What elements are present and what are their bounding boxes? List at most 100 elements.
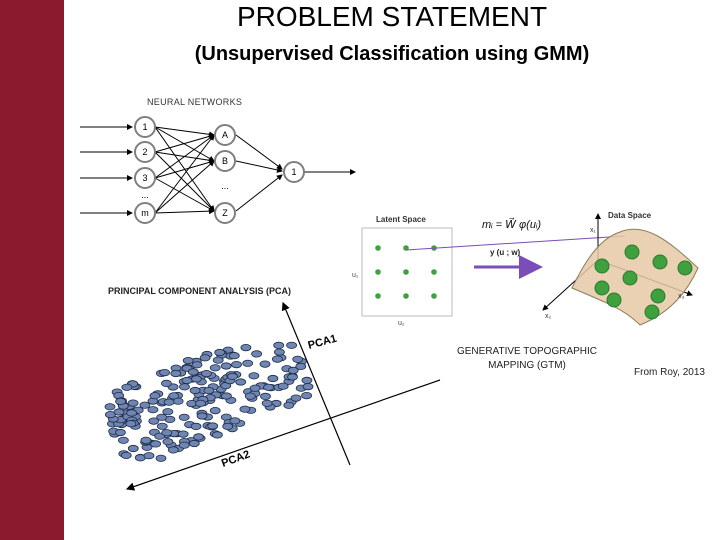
pca-point	[191, 375, 202, 383]
pca-point	[156, 422, 168, 430]
input-node-1	[134, 116, 156, 138]
input-node-label: 1	[142, 122, 147, 132]
pca-point	[302, 383, 314, 391]
pca-point	[190, 422, 202, 430]
pca-point	[188, 439, 200, 448]
input-node-2	[134, 141, 156, 163]
data-space-point	[624, 244, 640, 260]
data-space-point	[594, 258, 610, 274]
neural-network-diagram: 1 2 3 m A B Z 1 ... ...	[80, 116, 356, 224]
gtm-mapping-label: y (u ; w)	[490, 248, 521, 257]
pca-point	[240, 343, 252, 352]
pca-point	[201, 370, 212, 378]
pca-point	[163, 398, 175, 406]
pca-point	[114, 428, 126, 437]
hidden-node-label: A	[222, 130, 228, 140]
pca-point	[170, 369, 182, 378]
latent-axis-u1: u₁	[352, 272, 359, 279]
slide-sidebar-accent	[0, 0, 64, 540]
latent-point	[403, 269, 409, 275]
hidden-node-z	[214, 202, 236, 224]
pca-point	[117, 436, 129, 444]
pca-point	[182, 356, 194, 365]
latent-point	[403, 245, 409, 251]
data-space-point	[650, 288, 666, 304]
pca-point	[120, 451, 132, 459]
pca-point	[195, 399, 206, 407]
pca-point	[209, 407, 221, 415]
pca-point	[287, 373, 298, 381]
input-node-3	[134, 167, 156, 189]
pca-point	[273, 341, 285, 350]
pca-point	[167, 446, 179, 454]
input-node-label: 2	[142, 147, 147, 157]
pca-point	[143, 452, 155, 460]
pca-point	[239, 405, 251, 413]
pca-point	[181, 376, 193, 385]
pca-point	[249, 384, 261, 392]
latent-point	[403, 293, 409, 299]
data-space-point	[677, 260, 693, 276]
pca-point	[228, 352, 240, 360]
pca-point	[189, 386, 201, 395]
hidden-node-b	[214, 150, 236, 172]
pca-point	[212, 356, 224, 364]
pca-point	[104, 403, 116, 411]
pca-point	[196, 412, 208, 420]
pca1-axis-label: PCA1	[307, 333, 338, 352]
pca-point	[227, 372, 238, 381]
pca-point	[156, 413, 168, 421]
pca-point	[222, 422, 234, 430]
hidden-node-label: Z	[222, 208, 228, 218]
pca-point	[162, 408, 174, 416]
hidden-node-label: B	[222, 156, 228, 166]
input-ellipsis: ...	[141, 190, 149, 200]
latent-point	[431, 269, 437, 275]
pca-data-points	[104, 341, 314, 462]
pca-point	[261, 399, 273, 407]
latent-grid-points	[375, 245, 437, 299]
pca-point	[155, 454, 167, 462]
data-space-point	[594, 280, 610, 296]
pca-point	[187, 368, 199, 376]
pca-point	[148, 417, 160, 425]
pca-point	[267, 374, 279, 383]
output-node-label: 1	[291, 167, 296, 177]
data-space-label: Data Space	[608, 211, 652, 220]
pca-point	[273, 348, 285, 356]
pca-point	[159, 369, 170, 377]
gtm-link-line	[405, 235, 626, 251]
pca-point	[231, 361, 242, 369]
pca-point	[147, 406, 159, 414]
pca1-axis	[281, 301, 351, 466]
pca-point	[214, 348, 226, 357]
latent-point	[431, 293, 437, 299]
pca-point	[235, 378, 247, 386]
pca-point	[244, 392, 256, 400]
data-space-point	[644, 304, 660, 320]
source-credit: From Roy, 2013	[634, 367, 705, 378]
slide-subtitle: (Unsupervised Classification using GMM)	[194, 43, 590, 65]
pca-point	[113, 408, 125, 416]
pca-point	[290, 394, 302, 402]
pca-point	[177, 430, 189, 438]
gtm-caption-line2: MAPPING (GTM)	[488, 360, 566, 371]
pca-point	[162, 438, 174, 446]
pca-point	[178, 441, 190, 449]
pca-point	[126, 409, 137, 417]
pca-point	[178, 413, 190, 421]
gtm-caption-line1: GENERATIVE TOPOGRAPHIC	[456, 346, 598, 357]
pca-point	[121, 383, 133, 391]
pca-point	[115, 397, 127, 406]
pca-point	[220, 362, 232, 370]
pca-point	[212, 431, 223, 439]
gtm-diagram: Latent Space Data Space u₁ u₂ y (u ; w) …	[352, 211, 699, 327]
pca-point	[199, 354, 211, 362]
pca-point	[161, 429, 173, 437]
pca-point	[150, 440, 161, 448]
latent-axis-u2: u₂	[398, 320, 405, 327]
latent-point	[375, 293, 381, 299]
pca-point	[286, 341, 298, 349]
latent-point	[375, 269, 381, 275]
pca-point	[260, 392, 271, 401]
